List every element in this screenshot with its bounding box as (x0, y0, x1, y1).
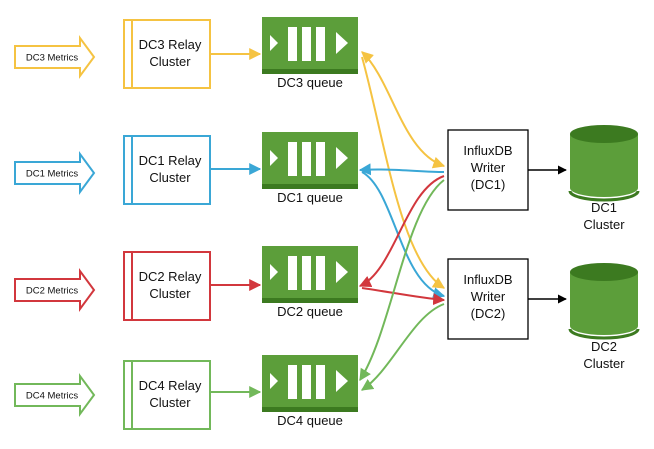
dc4-to-writer-dc2-arrow (361, 303, 445, 391)
dc1-metrics-label: DC1 Metrics (26, 169, 79, 180)
queue-icon (262, 246, 358, 303)
dc3-relay-label-line1: DC3 Relay (139, 37, 202, 52)
dc3-to-writer-dc1-arrow (361, 51, 446, 169)
dc1-relay-label-line2: Cluster (149, 170, 191, 185)
dc4-relay-label-line2: Cluster (149, 395, 191, 410)
database-icon (568, 125, 640, 202)
dc1-to-writer-dc2-arrow (361, 171, 446, 299)
dc2-from-writer-dc1-arrow (358, 175, 445, 287)
dc3-metrics-label: DC3 Metrics (26, 53, 79, 64)
metrics-arrow-icon (14, 150, 96, 196)
dc2-relay-label-line1: DC2 Relay (139, 269, 202, 284)
writer-dc1-line1: InfluxDB (463, 143, 512, 158)
dc4-relay-box (123, 360, 211, 430)
writer-dc2-line2: Writer (471, 289, 506, 304)
writer-dc1-box (447, 129, 529, 211)
dc2-queue-label: DC2 queue (277, 304, 343, 319)
dc1-relay-label-line1: DC1 Relay (139, 153, 202, 168)
writer-dc2-line3: (DC2) (471, 306, 506, 321)
dc1-to-writer-dc1-arrow (358, 163, 445, 176)
dc1-queue-label: DC1 queue (277, 190, 343, 205)
metrics-arrow-icon (14, 34, 96, 80)
writer-dc1-line3: (DC1) (471, 177, 506, 192)
dc3-relay-label-line2: Cluster (149, 54, 191, 69)
queue-icon (262, 355, 358, 412)
writer-dc1: InfluxDB Writer (DC1) (447, 129, 529, 211)
dc4-to-writer-dc1-arrow (359, 179, 445, 382)
writer-dc2-line1: InfluxDB (463, 272, 512, 287)
row-dc3: DC3 Metrics DC3 Relay Cluster DC3 queue (14, 17, 358, 90)
writer-dc2-box (447, 258, 529, 340)
database-icon (568, 263, 640, 340)
dc3-to-writer-dc2-arrow (361, 56, 446, 289)
dc4-relay-label-line1: DC4 Relay (139, 378, 202, 393)
cluster-dc1-line1: DC1 (591, 200, 617, 215)
cluster-dc2-line1: DC2 (591, 339, 617, 354)
row-dc2: DC2 Metrics DC2 Relay Cluster DC2 queue (14, 246, 358, 321)
queue-writer-connectors (358, 51, 446, 391)
cluster-dc1-line2: Cluster (583, 217, 625, 232)
row-dc1: DC1 Metrics DC1 Relay Cluster DC1 queue (14, 132, 358, 205)
dc3-queue-label: DC3 queue (277, 75, 343, 90)
row-dc4: DC4 Metrics DC4 Relay Cluster DC4 queue (14, 355, 358, 430)
writer-dc2: InfluxDB Writer (DC2) (447, 258, 529, 340)
dc2-to-writer-dc2-arrow (361, 287, 446, 306)
cluster-dc2-line2: Cluster (583, 356, 625, 371)
dc2-relay-label-line2: Cluster (149, 286, 191, 301)
dc2-metrics-label: DC2 Metrics (26, 286, 79, 297)
queue-icon (262, 17, 358, 74)
writer-dc1-line2: Writer (471, 160, 506, 175)
metrics-arrow-icon (14, 372, 96, 418)
metrics-arrow-icon (14, 267, 96, 313)
dc4-queue-label: DC4 queue (277, 413, 343, 428)
queue-icon (262, 132, 358, 189)
dc4-metrics-label: DC4 Metrics (26, 391, 79, 402)
dc2-relay-box (123, 251, 211, 321)
